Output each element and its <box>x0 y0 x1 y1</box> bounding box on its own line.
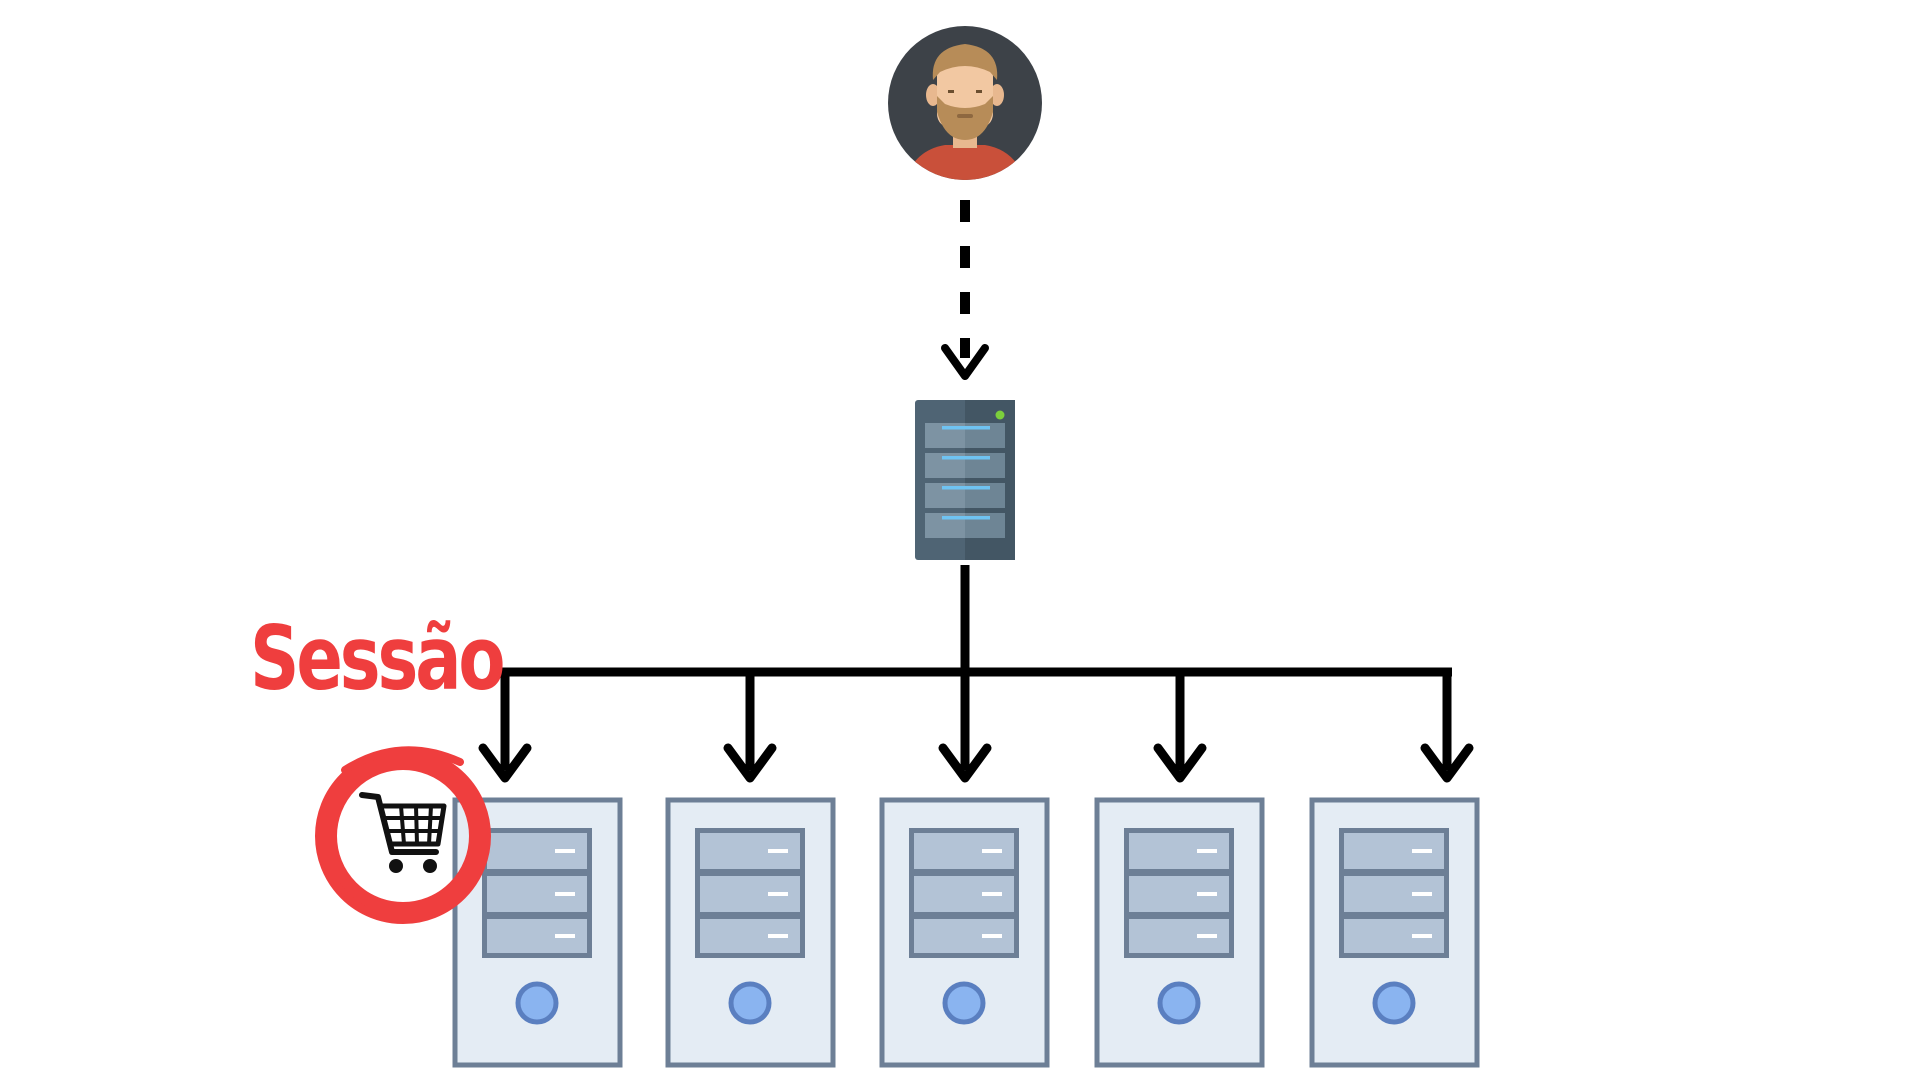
app-servers <box>452 797 1480 1068</box>
rack-units <box>925 423 1005 538</box>
server-tower-icon <box>665 797 836 1068</box>
distribution-arrowheads <box>478 743 1474 783</box>
brush-circle-icon <box>315 746 491 924</box>
server-tower-icon <box>879 797 1050 1068</box>
shopping-cart-icon <box>359 792 447 873</box>
session-label: Sessão <box>250 607 506 710</box>
session-marker <box>315 746 491 924</box>
distribution-connectors <box>500 565 1452 770</box>
server-tower-icon <box>1094 797 1265 1068</box>
server-tower-icon <box>1309 797 1480 1068</box>
request-arrow <box>941 200 989 380</box>
user-avatar-icon <box>888 26 1042 180</box>
server-rack-icon <box>915 400 1015 560</box>
